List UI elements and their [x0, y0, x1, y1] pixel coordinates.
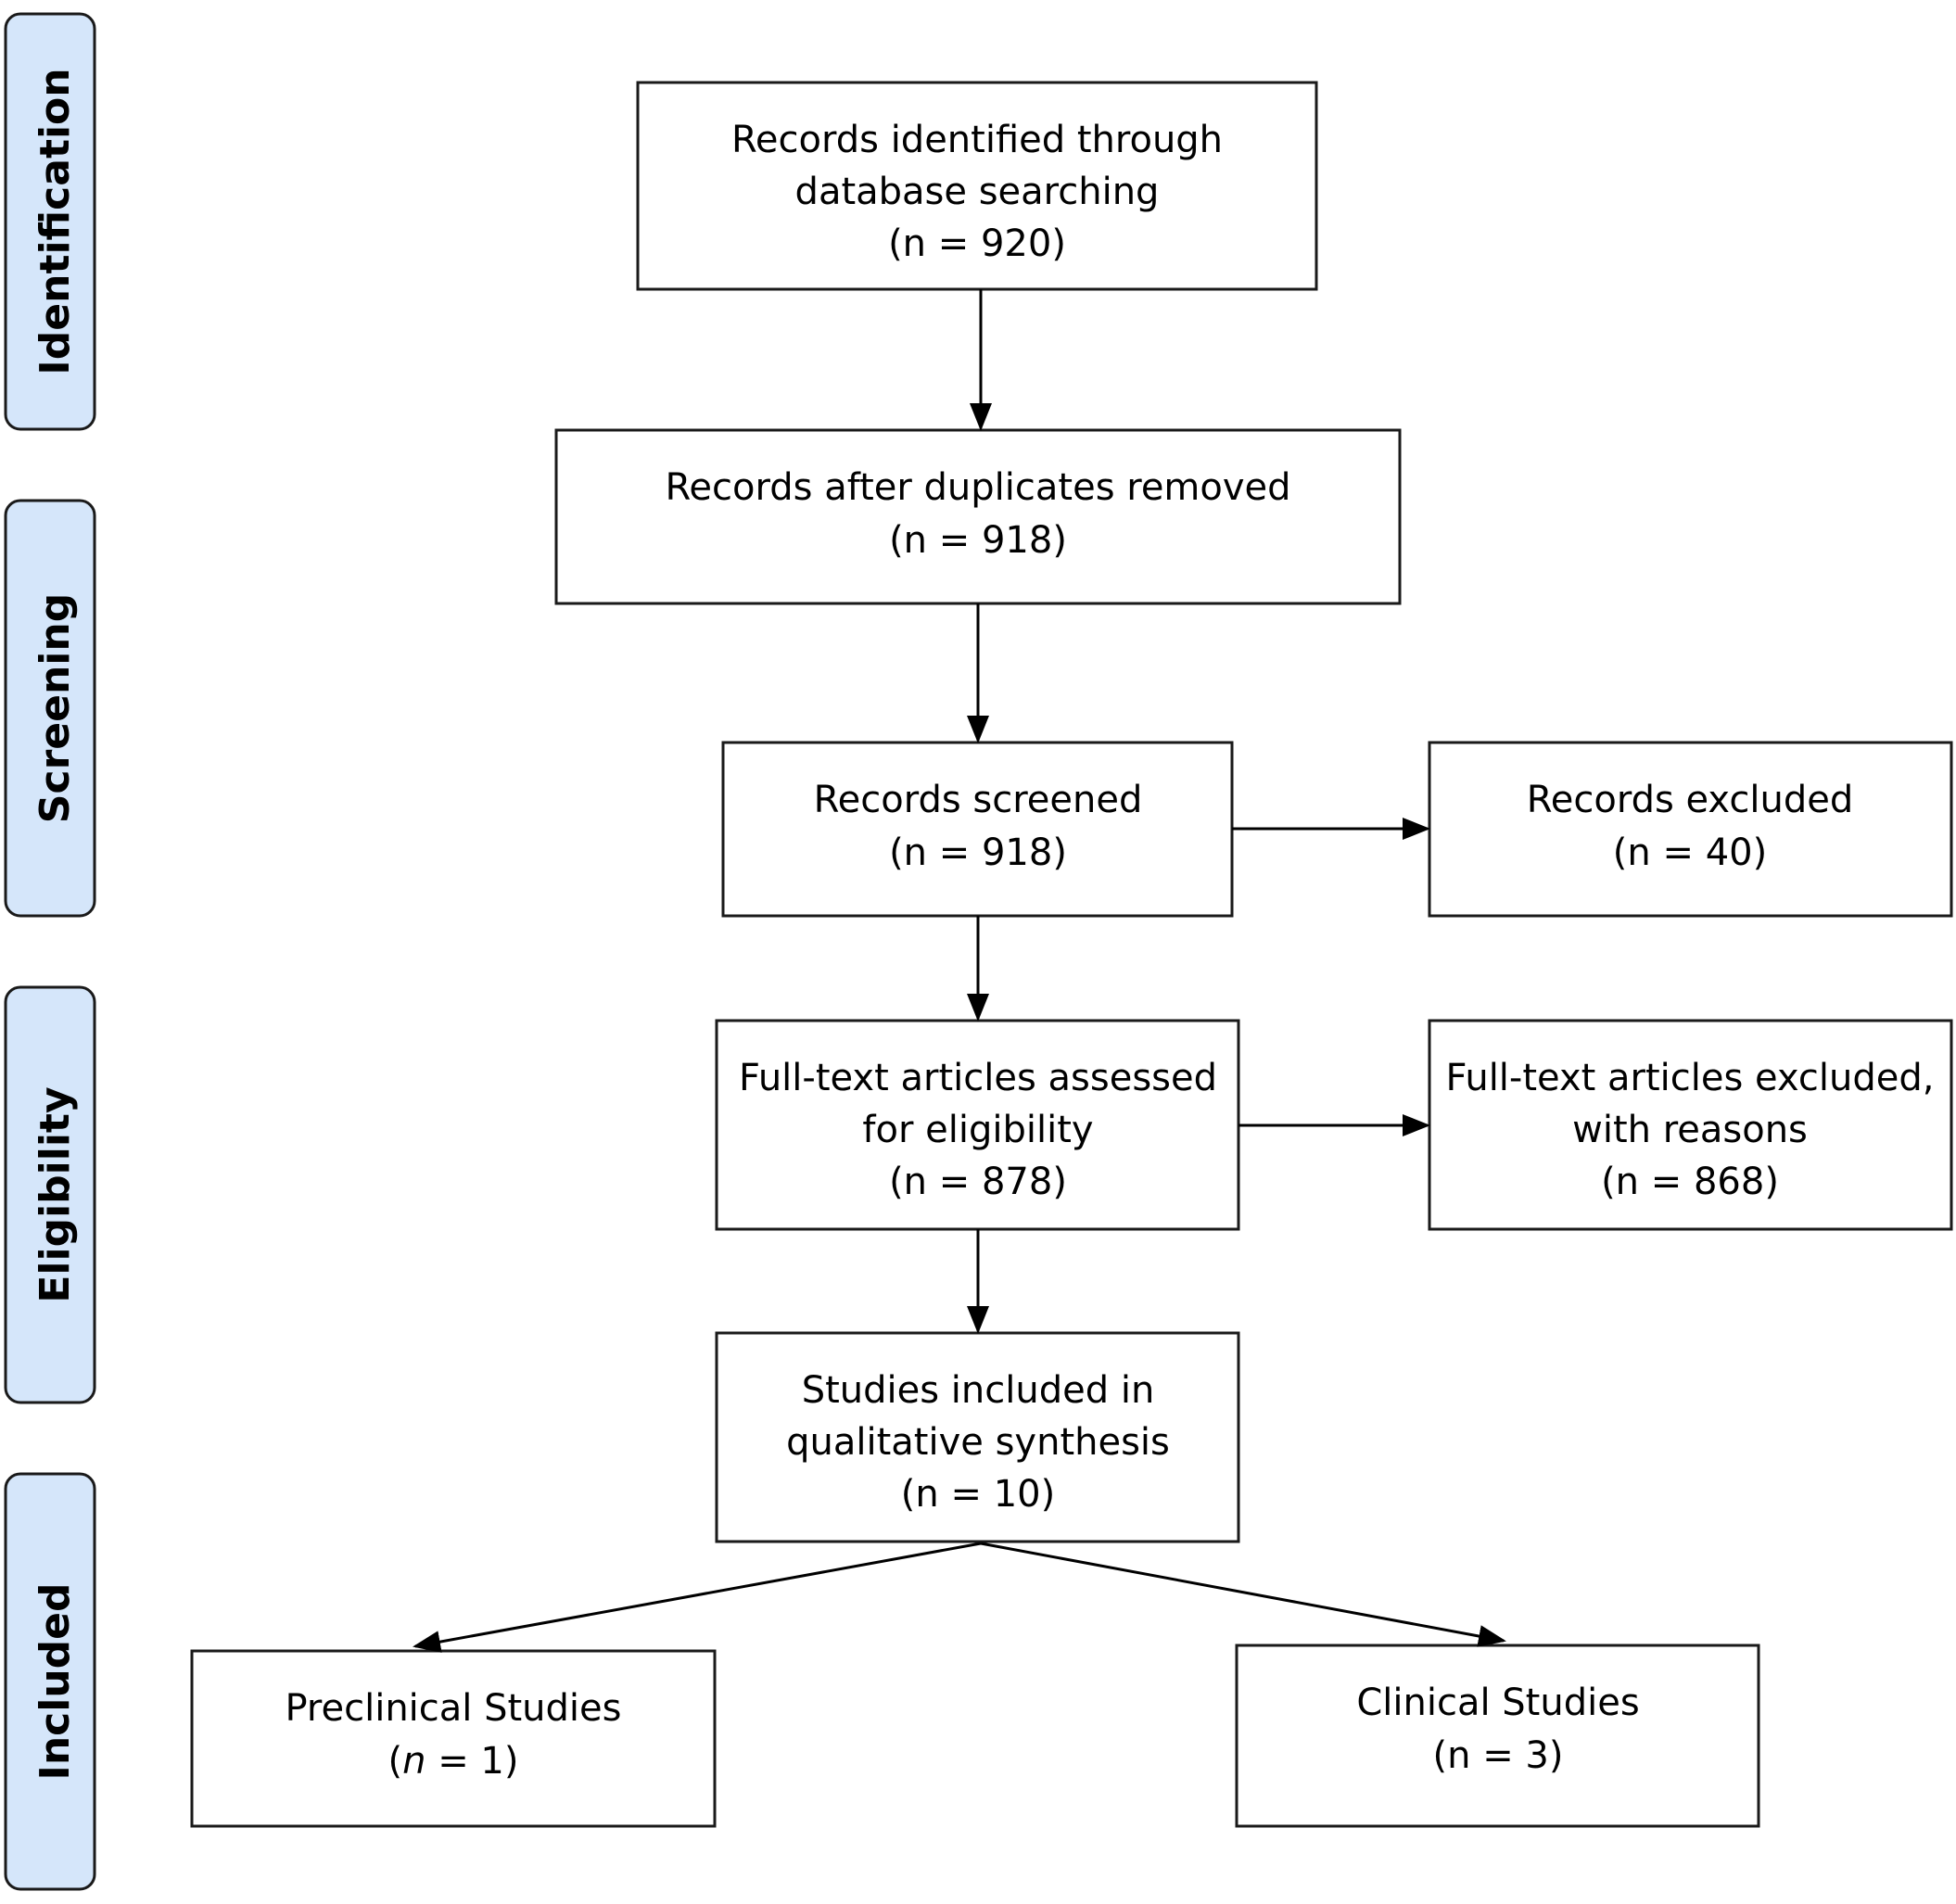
- box-qualitative-synthesis-line1: Studies included in: [802, 1369, 1155, 1412]
- box-records-screened: Records screened (n = 918): [721, 741, 1234, 918]
- phase-included: Included: [4, 1472, 96, 1891]
- box-fulltext-assessed-count: (n = 878): [889, 1161, 1067, 1203]
- box-records-screened-line1: Records screened: [814, 779, 1143, 821]
- box-records-identified: Records identified through database sear…: [636, 81, 1318, 291]
- box-records-screened-count: (n = 918): [889, 831, 1067, 874]
- box-fulltext-excluded-line2: with reasons: [1572, 1109, 1808, 1151]
- preclinical-count-value: = 1): [425, 1740, 518, 1783]
- box-records-deduplicated-line1: Records after duplicates removed: [665, 466, 1290, 509]
- preclinical-count-n: n: [402, 1740, 425, 1783]
- box-qualitative-synthesis: Studies included in qualitative synthesi…: [715, 1331, 1240, 1543]
- box-records-identified-count: (n = 920): [888, 222, 1066, 265]
- arrow-synthesis-to-preclinical: [413, 1542, 982, 1653]
- box-clinical-studies-line1: Clinical Studies: [1356, 1682, 1639, 1724]
- phase-included-label: Included: [32, 1582, 79, 1780]
- phase-identification-label: Identification: [32, 68, 79, 374]
- box-fulltext-excluded-count: (n = 868): [1601, 1161, 1779, 1203]
- box-records-identified-line1: Records identified through: [731, 119, 1223, 161]
- box-records-deduplicated-count: (n = 918): [889, 519, 1067, 562]
- box-fulltext-assessed-line1: Full-text articles assessed: [739, 1057, 1217, 1099]
- box-preclinical-studies: Preclinical Studies (n = 1): [190, 1649, 717, 1828]
- box-fulltext-excluded: Full-text articles excluded, with reason…: [1428, 1019, 1953, 1231]
- box-fulltext-excluded-line1: Full-text articles excluded,: [1446, 1057, 1935, 1099]
- box-records-excluded: Records excluded (n = 40): [1428, 741, 1953, 918]
- phase-identification: Identification: [4, 12, 96, 431]
- box-qualitative-synthesis-count: (n = 10): [901, 1473, 1055, 1516]
- phase-screening-label: Screening: [32, 593, 79, 823]
- arrow-synthesis-to-clinical: [980, 1542, 1506, 1647]
- box-records-excluded-count: (n = 40): [1613, 831, 1767, 874]
- phase-screening: Screening: [4, 499, 96, 918]
- box-preclinical-studies-count: (n = 1): [388, 1740, 519, 1783]
- box-preclinical-studies-line1: Preclinical Studies: [286, 1687, 622, 1730]
- box-records-deduplicated: Records after duplicates removed (n = 91…: [554, 428, 1402, 605]
- box-clinical-studies: Clinical Studies (n = 3): [1235, 1644, 1760, 1828]
- box-records-excluded-line1: Records excluded: [1527, 779, 1853, 821]
- phase-eligibility-label: Eligibility: [32, 1086, 79, 1302]
- phase-eligibility: Eligibility: [4, 985, 96, 1404]
- preclinical-count-open-paren: (: [388, 1740, 403, 1783]
- box-clinical-studies-count: (n = 3): [1433, 1734, 1564, 1777]
- box-records-identified-line2: database searching: [795, 171, 1160, 213]
- box-qualitative-synthesis-line2: qualitative synthesis: [786, 1421, 1170, 1464]
- box-fulltext-assessed: Full-text articles assessed for eligibil…: [715, 1019, 1240, 1231]
- box-fulltext-assessed-line2: for eligibility: [862, 1109, 1093, 1151]
